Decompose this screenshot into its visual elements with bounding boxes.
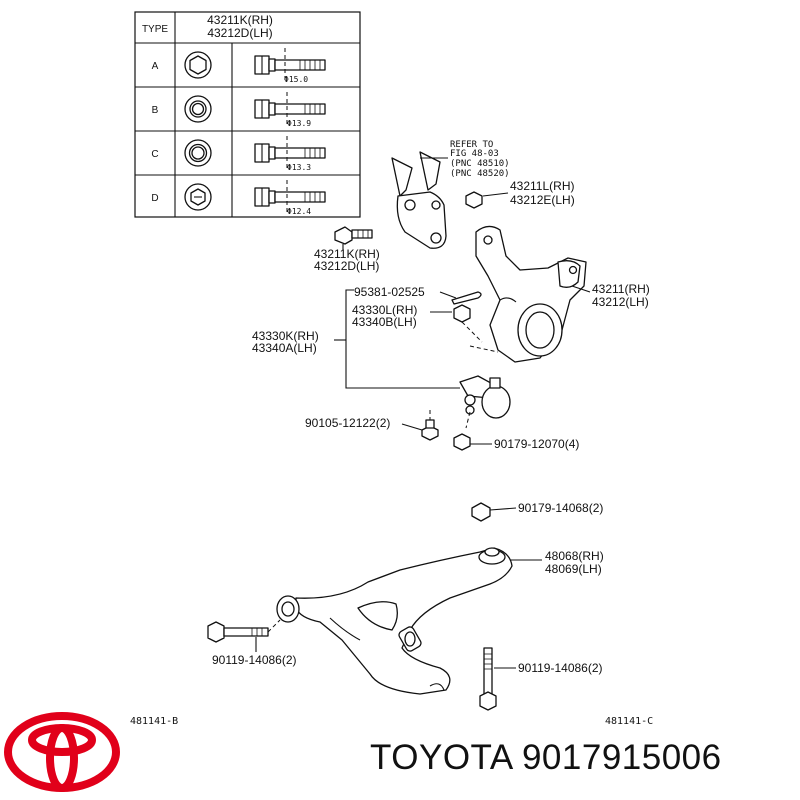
- hub-bolt-icon: [254, 136, 326, 170]
- front-bushing: [276, 595, 300, 623]
- table-row-type: A: [152, 61, 159, 72]
- label-48069: 48069(LH): [545, 562, 602, 576]
- bolt-diameter: Φ15.0: [284, 75, 308, 84]
- bolt-90105: [421, 410, 439, 441]
- label-90119-left: 90119-14086(2): [212, 653, 297, 667]
- bolt-diameter: Φ13.3: [287, 163, 311, 172]
- svg-text:(PNC 48510): (PNC 48510): [450, 159, 510, 169]
- bolt-head-hex-icon: [184, 183, 212, 211]
- hub-bolt-icon: [254, 180, 326, 214]
- table-header-part-rh: 43211K(RH): [207, 13, 273, 27]
- lower-control-arm: [295, 547, 513, 695]
- bolt-90119-right: [479, 647, 497, 711]
- bolt-head-hex-icon: [184, 51, 212, 79]
- label-43212: 43212(LH): [592, 295, 649, 309]
- label-90179-14068: 90179-14068(2): [518, 501, 603, 515]
- label-43330L: 43330L(RH): [352, 303, 417, 317]
- svg-text:(PNC 48520): (PNC 48520): [450, 169, 510, 179]
- label-43212E: 43212E(LH): [510, 193, 575, 207]
- label-95381: 95381-02525: [354, 285, 425, 299]
- label-90105: 90105-12122(2): [305, 416, 390, 430]
- group-bracket: [345, 289, 460, 389]
- label-43340B: 43340B(LH): [352, 315, 417, 329]
- label-43211L: 43211L(RH): [510, 179, 574, 193]
- hub-bolt-icon: [254, 48, 326, 82]
- ball-joint-stud: [478, 547, 506, 565]
- nut-90179-12070: [453, 433, 471, 451]
- bolt-90119-left: [207, 619, 281, 643]
- label-43330K: 43330K(RH): [252, 329, 319, 343]
- table-row-type: D: [151, 193, 158, 204]
- ball-joint: [459, 375, 511, 429]
- refer-note: REFER TO FIG 48-03 (PNC 48510) (PNC 4852…: [420, 140, 510, 179]
- bolt-diameter: Φ12.4: [287, 207, 311, 216]
- figure-code-b: 481141-B: [130, 716, 178, 727]
- label-90119-right: 90119-14086(2): [518, 661, 603, 675]
- rear-bushing: [398, 626, 422, 652]
- label-48068: 48068(RH): [545, 549, 604, 563]
- bolt-head-knurl-icon: [184, 139, 212, 167]
- table-row-type: C: [151, 149, 158, 160]
- castle-nut: [453, 304, 483, 343]
- bolt-head-knurl-icon: [184, 95, 212, 123]
- cotter-pin: [451, 291, 482, 305]
- label-43340A: 43340A(LH): [252, 341, 317, 355]
- nut-90179-14068: [471, 502, 491, 522]
- label-43211: 43211(RH): [592, 282, 650, 296]
- toyota-logo: [4, 712, 120, 792]
- brand-part-number: TOYOTA 9017915006: [370, 738, 722, 777]
- bolt-type-table: TYPE 43211K(RH) 43212D(LH) A Φ15.0 B: [134, 11, 361, 218]
- steering-knuckle: [469, 225, 587, 363]
- bolt-43211K: [334, 226, 373, 250]
- table-header-part-lh: 43212D(LH): [207, 26, 272, 40]
- label-43212D: 43212D(LH): [314, 259, 379, 273]
- table-row-type: B: [152, 105, 159, 116]
- label-90179-12070: 90179-12070(4): [494, 437, 579, 451]
- strut-outline: [391, 151, 447, 249]
- bolt-diameter: Φ13.9: [287, 119, 311, 128]
- nut-43211L: [465, 191, 509, 209]
- hub-bolt-icon: [254, 92, 326, 126]
- svg-text:FIG 48-03: FIG 48-03: [450, 149, 499, 159]
- svg-text:REFER TO: REFER TO: [450, 140, 493, 150]
- table-header-type: TYPE: [142, 24, 168, 35]
- label-43211K: 43211K(RH): [314, 247, 380, 261]
- figure-code-c: 481141-C: [605, 716, 653, 727]
